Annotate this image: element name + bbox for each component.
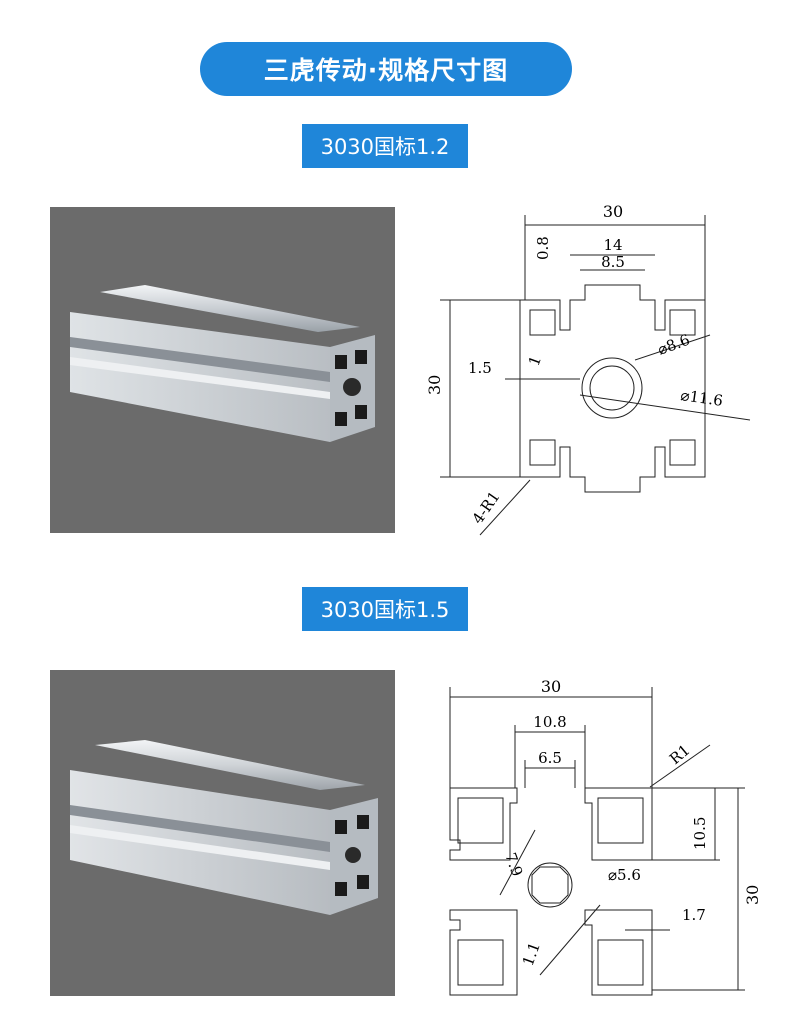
product-photo-3030-1-5 <box>50 670 395 996</box>
dim-height: 30 <box>743 885 762 905</box>
dim-7-9: 7.9 <box>501 850 526 879</box>
dim-width: 30 <box>603 202 623 221</box>
dim-10-5: 10.5 <box>691 817 709 850</box>
dim-width: 30 <box>541 677 561 696</box>
product-photo-3030-1-2 <box>50 207 395 533</box>
dim-6-5: 6.5 <box>538 749 562 767</box>
drawing-3030-1-5: 30 10.8 6.5 R1 10.5 7.9 ⌀5.6 1.7 30 1.1 <box>449 677 762 996</box>
dim-4-r1: 4-R1 <box>469 488 504 527</box>
dim-r1: R1 <box>666 741 694 768</box>
dim-1-7: 1.7 <box>682 906 706 924</box>
dim-height: 30 <box>425 375 444 395</box>
drawing-3030-1-2: 30 14 8.5 0.8 30 1.5 1 ⌀8.6 ⌀11.6 4-R1 <box>425 202 751 536</box>
page-title: 三虎传动·规格尺寸图 <box>200 42 572 96</box>
dim-14: 14 <box>603 236 622 254</box>
dim-1-1: 1.1 <box>519 940 544 969</box>
dim-phi-8-6: ⌀8.6 <box>655 331 692 359</box>
dim-10-8: 10.8 <box>533 713 566 731</box>
dim-1-5: 1.5 <box>468 359 492 377</box>
dim-0-8: 0.8 <box>534 236 552 260</box>
dim-1: 1 <box>525 353 545 368</box>
section-tag-3030-1-5: 3030国标1.5 <box>302 587 468 631</box>
dim-phi-5-6: ⌀5.6 <box>608 866 641 884</box>
dim-8-5: 8.5 <box>601 253 625 271</box>
section-tag-3030-1-2: 3030国标1.2 <box>302 124 468 168</box>
dim-phi-11-6: ⌀11.6 <box>679 386 724 410</box>
